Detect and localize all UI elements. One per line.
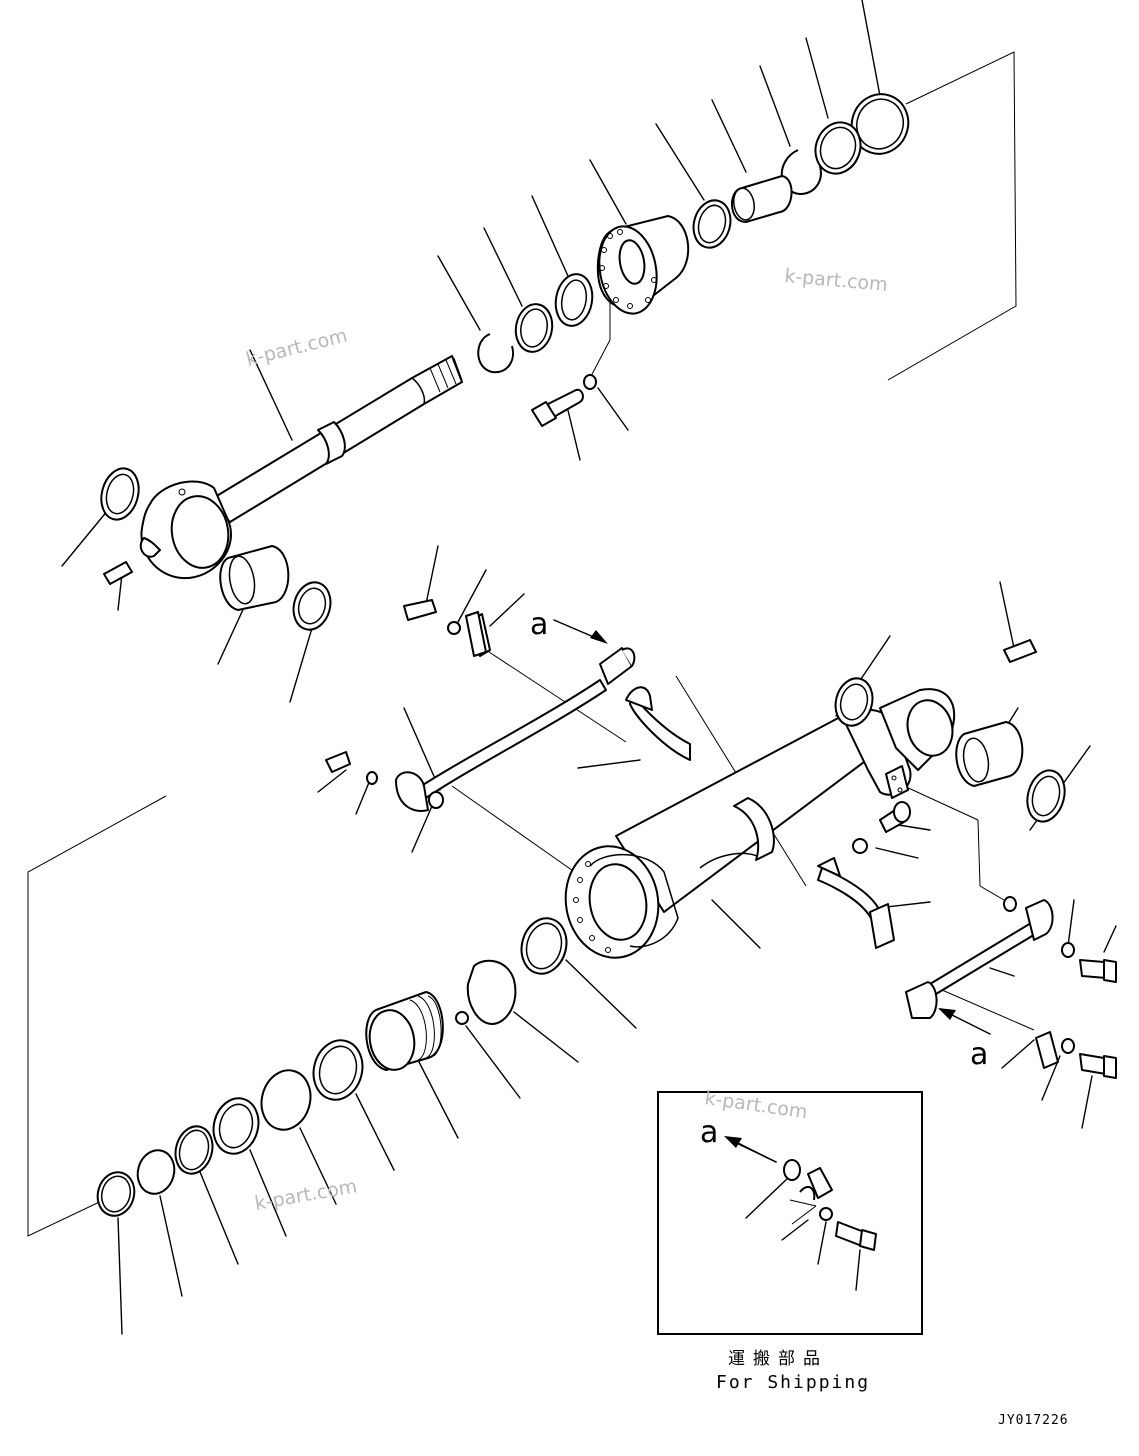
bolt-right-lower bbox=[1079, 1053, 1107, 1075]
shipping-box bbox=[657, 1091, 923, 1335]
drawing-code: JY017226 bbox=[998, 1413, 1069, 1428]
assembly-frame-lines bbox=[27, 51, 1035, 1237]
shipping-title-jp: 運搬部品 bbox=[728, 1349, 828, 1369]
cylinder-tube bbox=[564, 688, 956, 959]
wear-ring-top bbox=[554, 273, 594, 327]
view-label-a: a bbox=[700, 1115, 718, 1150]
watermark: k-part.com bbox=[244, 324, 350, 370]
pipe-clamp-lower bbox=[1035, 1031, 1059, 1069]
piston-parts bbox=[96, 917, 568, 1217]
bushing-right bbox=[955, 721, 1024, 787]
view-arrows bbox=[553, 619, 991, 1163]
leader-lines bbox=[61, 0, 1117, 1335]
snap-ring-small bbox=[477, 333, 514, 374]
watermark: k-part.com bbox=[253, 1175, 359, 1215]
dust-seal-lower bbox=[292, 581, 332, 631]
top-parts bbox=[100, 93, 910, 631]
head-bolt bbox=[531, 374, 597, 427]
wear-ring-piston bbox=[466, 959, 517, 1025]
grease-fitting-right bbox=[1003, 639, 1037, 663]
view-label-a: a bbox=[970, 1037, 988, 1072]
shipping-title-en: For Shipping bbox=[716, 1372, 870, 1393]
tube-pipe-lower bbox=[929, 919, 1043, 995]
o-ring-1 bbox=[136, 1149, 176, 1195]
bushing-ring bbox=[692, 199, 732, 249]
snap-ring-large bbox=[850, 93, 910, 155]
tube-pipe bbox=[411, 679, 607, 803]
dust-seal-right bbox=[1026, 769, 1066, 823]
bolt-right-upper bbox=[1079, 959, 1107, 979]
view-label-a: a bbox=[530, 607, 548, 642]
grease-fitting-left bbox=[103, 561, 133, 585]
watermark: k-part.com bbox=[784, 265, 889, 296]
o-ring-2 bbox=[96, 1171, 136, 1217]
snap-ring-open bbox=[780, 149, 822, 195]
dust-seal-left bbox=[100, 467, 140, 521]
seal-ring-1 bbox=[312, 1039, 364, 1101]
right-parts bbox=[817, 639, 1117, 1079]
cylinder-head bbox=[596, 215, 690, 315]
piston-rod bbox=[139, 355, 463, 580]
seal-ring-3 bbox=[212, 1097, 260, 1155]
seal-ring-2 bbox=[260, 1069, 312, 1131]
middle-parts bbox=[325, 599, 691, 812]
piston bbox=[365, 991, 444, 1071]
